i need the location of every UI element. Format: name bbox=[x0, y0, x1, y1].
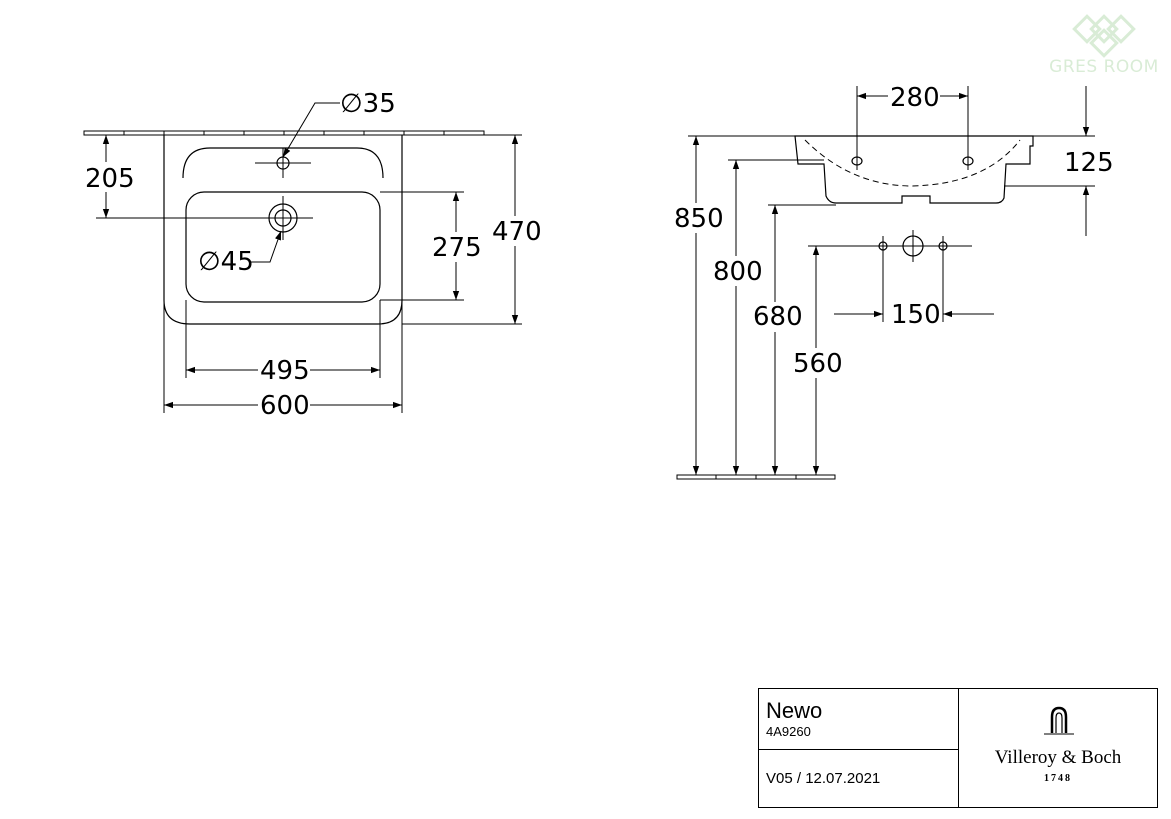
top-view: ∅35 ∅45 205 275 470 495 600 bbox=[83, 89, 542, 421]
floor bbox=[676, 474, 836, 480]
title-block-info: Newo 4A9260 V05 / 12.07.2021 bbox=[759, 689, 959, 807]
brand-logo: Villeroy & Boch 1748 bbox=[959, 689, 1157, 807]
watermark-text: GRES ROOM bbox=[1049, 57, 1159, 77]
basin-outline bbox=[163, 135, 403, 325]
dim-275: 275 bbox=[432, 233, 482, 263]
dim-470: 470 bbox=[492, 217, 542, 247]
faucet-arch-icon bbox=[1044, 706, 1074, 735]
basin-side-profile bbox=[794, 135, 1034, 204]
dim-800: 800 bbox=[713, 257, 763, 287]
side-view: 280 125 850 800 680 560 bbox=[672, 81, 1114, 480]
dim-600: 600 bbox=[260, 391, 310, 421]
watermark: GRES ROOM bbox=[1040, 12, 1168, 82]
bowl-hidden-line bbox=[804, 139, 1021, 187]
tap-hole-icon bbox=[255, 148, 311, 178]
gres-room-logo-icon bbox=[1072, 14, 1136, 58]
brand-name: Villeroy & Boch bbox=[994, 747, 1122, 768]
dim-280: 280 bbox=[890, 83, 940, 113]
product-code: 4A9260 bbox=[766, 724, 811, 739]
tap-hole-leader bbox=[282, 102, 340, 158]
dim-680: 680 bbox=[753, 302, 803, 332]
dim-150: 150 bbox=[891, 300, 941, 330]
brand-year: 1748 bbox=[1044, 773, 1072, 784]
dim-560: 560 bbox=[793, 349, 843, 379]
drain-label: ∅45 bbox=[198, 247, 254, 277]
drawing-version: V05 / 12.07.2021 bbox=[766, 770, 881, 787]
product-name: Newo bbox=[766, 698, 823, 723]
tap-hole-label: ∅35 bbox=[340, 89, 396, 119]
drain-leader bbox=[251, 230, 282, 263]
dim-495: 495 bbox=[260, 356, 310, 386]
dim-125: 125 bbox=[1064, 148, 1114, 178]
dim-205: 205 bbox=[85, 164, 135, 194]
drain-icon bbox=[245, 196, 313, 240]
dim-850: 850 bbox=[674, 204, 724, 234]
basin-bowl bbox=[185, 191, 381, 303]
title-block: Newo 4A9260 V05 / 12.07.2021 Villeroy & … bbox=[758, 688, 1158, 808]
wall-top bbox=[83, 130, 485, 136]
title-block-product: Newo 4A9260 bbox=[759, 689, 958, 750]
fixing-hole-icon bbox=[851, 150, 974, 170]
